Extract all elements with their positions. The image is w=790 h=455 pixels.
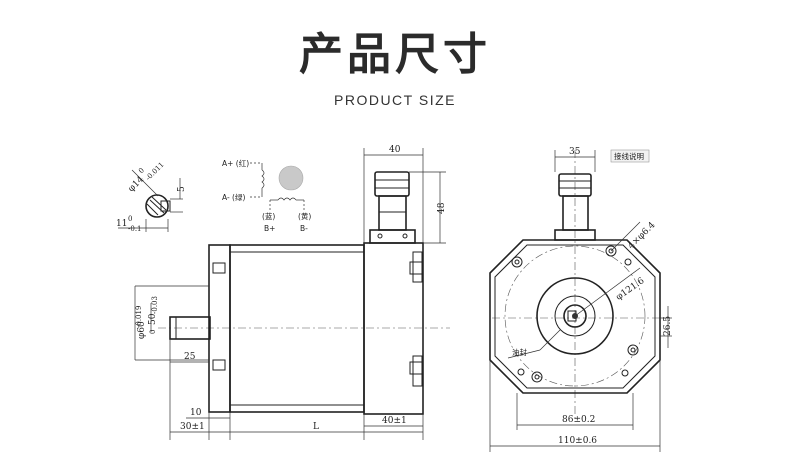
front-hole-diameter: 4×φ6.4: [626, 220, 657, 251]
side-shaft-length: 25: [184, 352, 196, 362]
side-view: 40 48 φ60 0 -0.019 50 -0.03 25 10 30±1 L…: [134, 145, 450, 440]
shaft-section-detail: φ14 0 -0.011 5 11 0 -0.1: [116, 161, 187, 233]
front-shaft: [563, 304, 587, 328]
front-bolt-circle: φ121.6: [614, 276, 646, 303]
svg-text:0: 0: [128, 215, 132, 223]
wire-a-plus-label: A+ (红): [222, 158, 249, 168]
motor-shaft: [169, 316, 211, 340]
side-rear-length: 40±1: [382, 416, 407, 426]
svg-text:0: 0: [137, 166, 146, 175]
side-shaft-key: 50: [148, 313, 158, 325]
front-connector-width: 35: [569, 147, 581, 157]
front-connector: [554, 173, 596, 241]
front-view: 接线说明 35 4×φ6.4 φ121.6 油封 26.5 86±0.2 110…: [489, 147, 673, 452]
coil-a-symbol: [261, 169, 265, 189]
side-connector-width: 40: [389, 145, 401, 155]
svg-text:0: 0: [149, 330, 157, 334]
shaft-flat-tolerance: -0.1: [128, 225, 142, 233]
page-subtitle: PRODUCT SIZE: [334, 92, 456, 108]
shaft-dia-label: φ14: [127, 174, 147, 194]
rear-end-cap: [363, 242, 424, 415]
motor-body: [229, 244, 365, 413]
wire-a-minus-label: A- (绿): [222, 193, 245, 202]
wiring-diagram: A+ (红) A- (绿) (蓝) (黄) B+ B-: [222, 158, 311, 233]
shaft-flat-label: 11: [116, 219, 127, 229]
oil-seal-label: 油封: [512, 347, 527, 357]
wire-b-plus-label: B+: [264, 224, 275, 233]
side-pilot-length: 30±1: [180, 422, 205, 432]
wire-b-minus-color: (黄): [298, 211, 311, 221]
rotor-symbol: [278, 165, 304, 191]
front-hole-spacing: 86±0.2: [562, 415, 595, 425]
front-center-offset: 26.5: [663, 316, 673, 336]
mounting-holes: [511, 245, 639, 383]
wire-b-plus-color: (蓝): [262, 211, 275, 221]
side-flange-thickness: 10: [190, 408, 202, 418]
front-flange: [208, 244, 231, 413]
side-connector-height: 48: [437, 202, 447, 214]
bolt-circle: [504, 245, 646, 387]
side-shaft-tolerance: -0.019: [135, 306, 143, 328]
side-shaft-diameter: φ60: [137, 321, 147, 339]
shaft-dia-tolerance: -0.011: [144, 161, 166, 183]
side-body-length: L: [313, 422, 319, 432]
wiring-note-box: [610, 149, 650, 163]
side-connector: [369, 171, 416, 244]
front-housing: [489, 239, 661, 394]
wire-b-minus-label: B-: [300, 224, 308, 233]
page-title: 产品尺寸: [299, 29, 491, 80]
pilot-ring: [536, 277, 614, 355]
front-body-width: 110±0.6: [558, 436, 597, 446]
shaft-key-label: 5: [177, 186, 187, 192]
wiring-note-label: 接线说明: [614, 151, 644, 161]
coil-b-symbol: [277, 197, 297, 201]
side-shaft-key-tolerance: -0.03: [151, 296, 159, 314]
shaft-dia-leader: [131, 169, 159, 197]
hole-dia-leader: [610, 221, 641, 252]
